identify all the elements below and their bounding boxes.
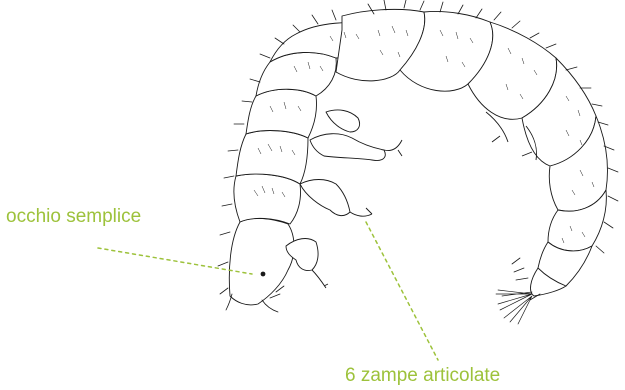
larva-head xyxy=(229,218,294,305)
larva-body xyxy=(229,9,607,305)
leg-middle-foot xyxy=(350,208,372,216)
leg-front xyxy=(286,239,318,271)
thorax-segment-1 xyxy=(234,174,301,224)
eye-label: occhio semplice xyxy=(6,207,141,226)
thorax-segment-3 xyxy=(246,89,317,138)
leg-extra-1 xyxy=(326,110,360,132)
leg-middle xyxy=(300,180,350,216)
simple-eye xyxy=(261,272,266,277)
leg-hind-claw xyxy=(384,140,402,156)
eye-leader-line xyxy=(98,248,252,274)
legs-leader-line xyxy=(366,222,438,360)
larva-legs xyxy=(286,110,537,288)
leg-front-foot xyxy=(312,270,328,288)
abdomen-segment-1 xyxy=(256,52,336,96)
leg-hind xyxy=(310,134,385,161)
legs-label: 6 zampe articolate xyxy=(345,366,500,385)
tail-bristles xyxy=(496,290,532,324)
